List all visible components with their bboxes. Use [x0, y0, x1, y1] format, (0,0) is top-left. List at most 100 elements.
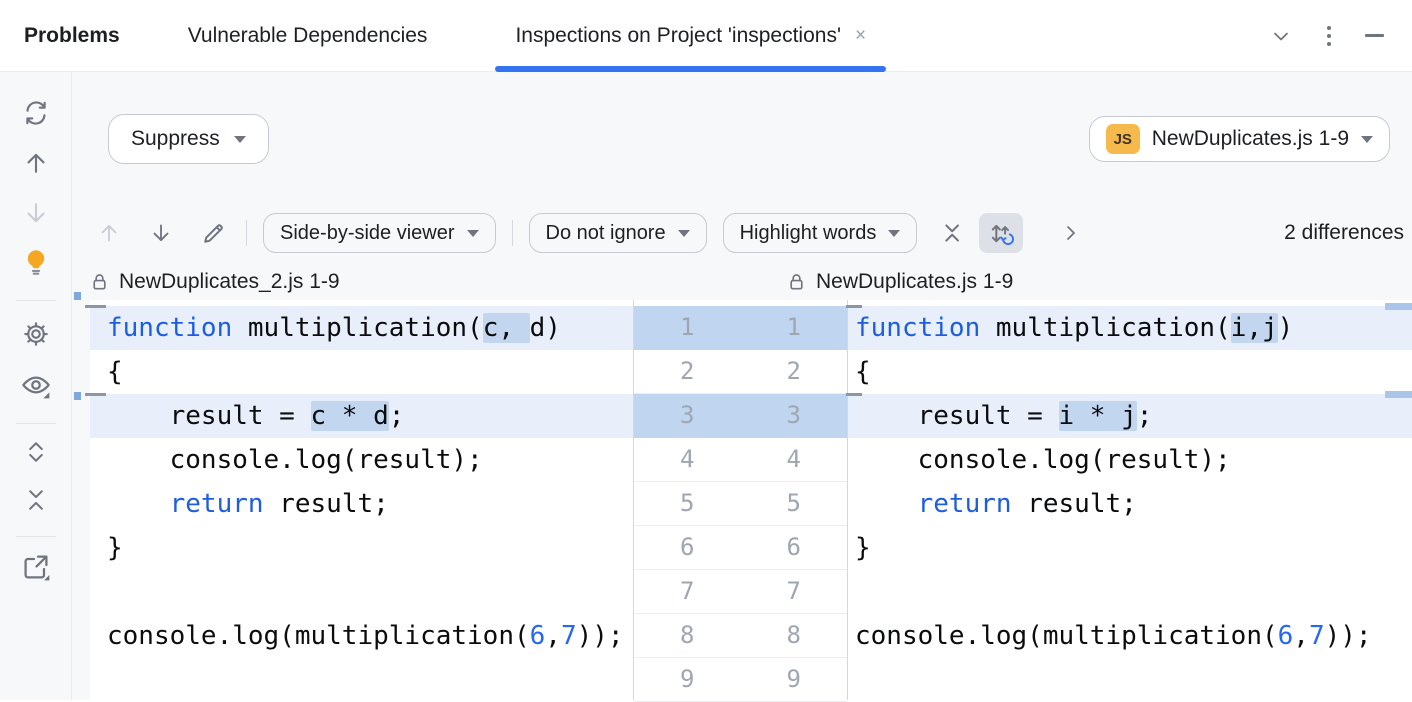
chevron-down-icon[interactable]	[1269, 24, 1293, 48]
diff-toolbar: Side-by-side viewer Do not ignore Highli…	[96, 210, 1404, 256]
gear-icon[interactable]	[21, 319, 51, 349]
header-controls	[1269, 24, 1388, 48]
divider	[16, 423, 56, 424]
code-token	[855, 489, 918, 519]
code-token: console.log(multiplication(	[107, 621, 530, 651]
toolbar-divider	[512, 220, 513, 246]
expand-all-icon[interactable]	[22, 438, 50, 466]
code-line	[848, 658, 1412, 700]
line-number: 5	[741, 482, 848, 525]
suppress-button[interactable]: Suppress	[108, 114, 269, 164]
collapse-unchanged-icon[interactable]	[937, 219, 965, 247]
code-line: return result;	[90, 482, 633, 526]
line-number: 4	[741, 438, 848, 481]
code-line: function multiplication(c, d)	[90, 306, 633, 350]
edit-pencil-icon[interactable]	[200, 219, 228, 247]
code-token: 6	[1278, 621, 1294, 651]
code-line: result = i * j;	[848, 394, 1412, 438]
tool-window-header: Problems Vulnerable Dependencies Inspect…	[0, 0, 1412, 72]
line-number: 6	[741, 526, 848, 569]
viewer-mode-dropdown[interactable]: Side-by-side viewer	[263, 213, 496, 253]
previous-difference-button[interactable]	[96, 220, 122, 246]
error-stripe-marker[interactable]	[1385, 303, 1412, 310]
chevron-right-icon[interactable]	[1059, 221, 1083, 245]
next-difference-button[interactable]	[148, 220, 174, 246]
divider	[16, 300, 56, 301]
code-token: function	[855, 313, 980, 343]
line-number: 5	[634, 482, 741, 525]
diff-viewer: function multiplication(c, d) { result = …	[72, 300, 1412, 700]
left-pane-header: NewDuplicates_2.js 1-9	[88, 270, 340, 294]
tab-label: Vulnerable Dependencies	[188, 24, 428, 48]
code-token: result =	[107, 401, 311, 431]
ignore-policy-dropdown[interactable]: Do not ignore	[529, 213, 707, 253]
line-number: 1	[634, 306, 741, 349]
differences-count: 2 differences	[1284, 221, 1404, 245]
sync-scroll-toggle[interactable]	[979, 213, 1023, 253]
minimize-icon[interactable]	[1365, 34, 1384, 36]
code-token: console.log(multiplication(	[855, 621, 1278, 651]
refresh-icon[interactable]	[21, 98, 51, 128]
code-line: console.log(result);	[90, 438, 633, 482]
code-token: console.log(result);	[855, 445, 1231, 475]
diff-left-toolbar	[0, 72, 72, 700]
code-line	[90, 570, 633, 614]
eye-icon[interactable]	[20, 369, 52, 401]
dropdown-caret-icon	[467, 230, 479, 243]
line-number: 9	[634, 658, 741, 701]
right-file-title: NewDuplicates.js 1-9	[816, 270, 1013, 294]
code-token: function	[107, 313, 232, 343]
error-stripe-marker[interactable]	[1385, 391, 1412, 398]
close-icon[interactable]: ×	[855, 26, 866, 45]
lock-icon	[785, 271, 808, 294]
change-marker	[74, 292, 81, 300]
highlight-mode-label: Highlight words	[740, 222, 877, 245]
code-token: {	[855, 357, 871, 387]
tab-inspections-on-project[interactable]: Inspections on Project 'inspections' ×	[495, 0, 886, 72]
tab-vulnerable-dependencies[interactable]: Vulnerable Dependencies	[188, 0, 428, 72]
code-token	[107, 489, 170, 519]
code-line: }	[848, 526, 1412, 570]
arrow-down-icon[interactable]	[21, 198, 51, 228]
line-number: 2	[741, 350, 848, 393]
left-code-pane[interactable]: function multiplication(c, d){ result = …	[90, 300, 633, 700]
line-number: 3	[741, 394, 848, 437]
export-icon[interactable]	[20, 551, 52, 583]
code-token: result;	[264, 489, 389, 519]
dropdown-caret-icon	[1361, 136, 1373, 149]
line-number: 4	[634, 438, 741, 481]
right-code-pane[interactable]: function multiplication(i,j){ result = i…	[848, 300, 1412, 700]
kebab-menu-icon[interactable]	[1327, 26, 1331, 46]
code-token: ,	[1293, 621, 1309, 651]
divider	[16, 536, 56, 537]
code-token: 7	[561, 621, 577, 651]
code-token: }	[107, 533, 123, 563]
code-token: 6	[530, 621, 546, 651]
tab-problems[interactable]: Problems	[24, 0, 120, 72]
line-number: 2	[634, 350, 741, 393]
file-selector-dropdown[interactable]: JS NewDuplicates.js 1-9	[1089, 116, 1390, 162]
ignore-policy-label: Do not ignore	[546, 222, 666, 245]
code-token: c,	[483, 313, 530, 343]
collapse-all-icon[interactable]	[22, 486, 50, 514]
highlight-mode-dropdown[interactable]: Highlight words	[723, 213, 918, 253]
code-line: console.log(result);	[848, 438, 1412, 482]
line-number: 7	[634, 570, 741, 613]
code-token: console.log(result);	[107, 445, 483, 475]
lightbulb-icon[interactable]	[20, 246, 52, 278]
code-token: ;	[389, 401, 405, 431]
code-token: i,j	[1231, 313, 1278, 343]
code-token: multiplication(	[232, 313, 482, 343]
left-file-title: NewDuplicates_2.js 1-9	[119, 270, 340, 294]
tab-label: Problems	[24, 24, 120, 48]
arrow-up-icon[interactable]	[21, 148, 51, 178]
toolbar-divider	[246, 220, 247, 246]
